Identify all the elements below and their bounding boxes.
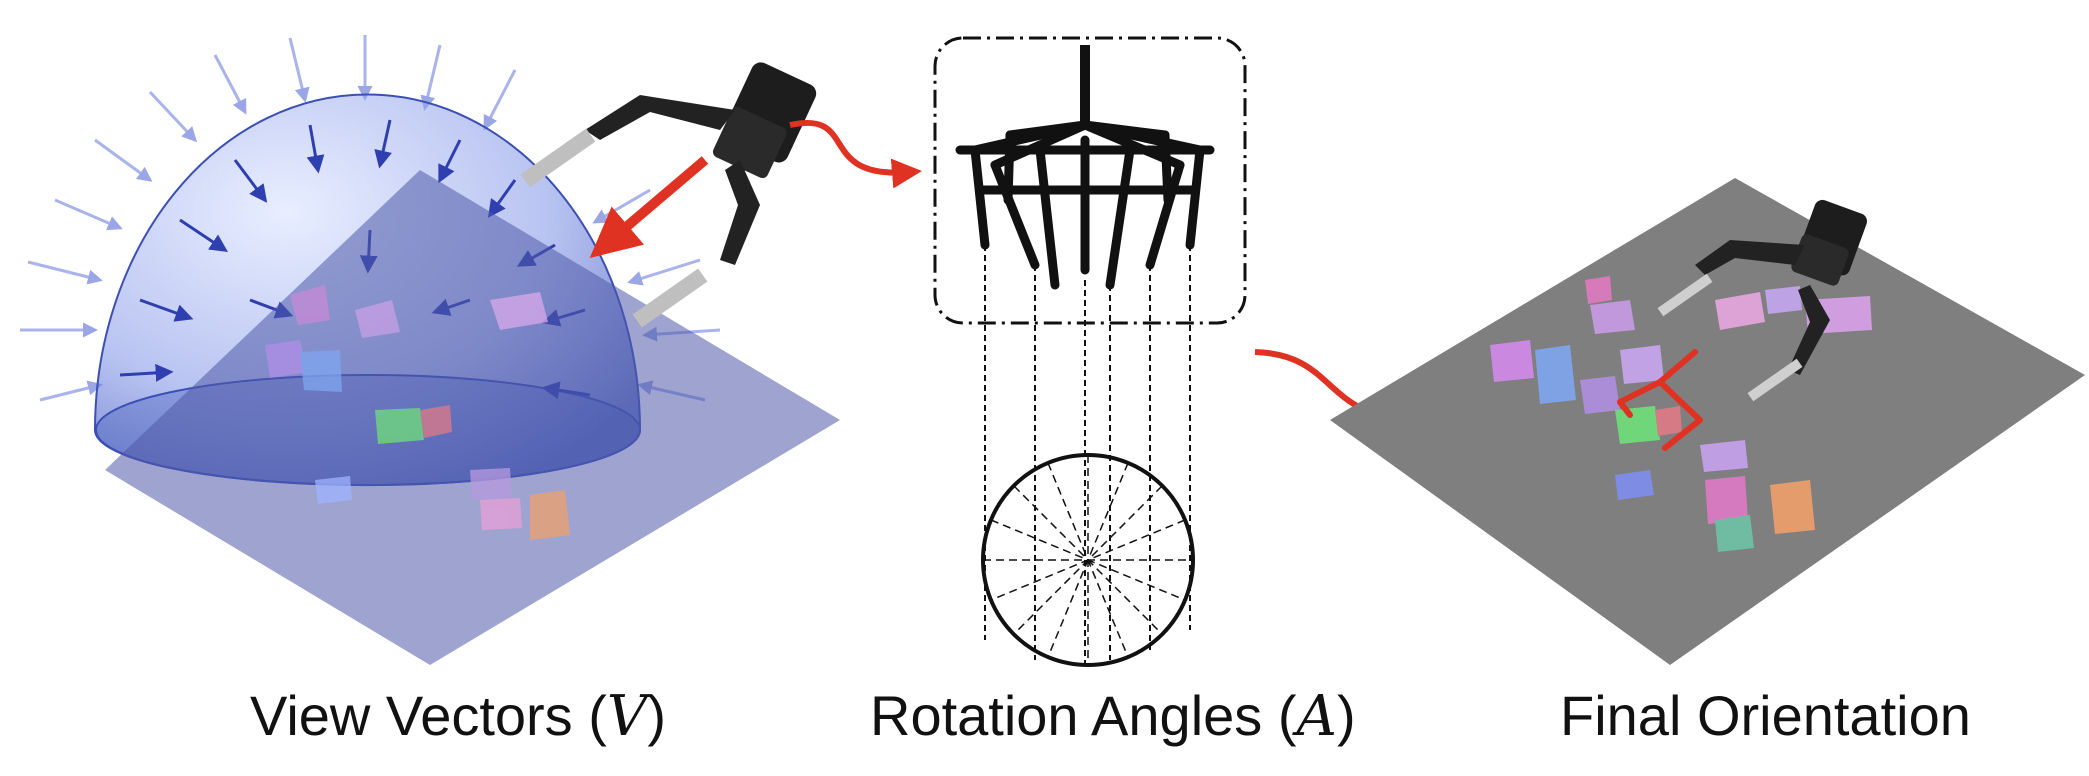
- view-direction-arrow: [589, 156, 709, 258]
- caption-view-prefix: View Vectors (: [250, 684, 607, 747]
- arrow-to-rotation: [789, 120, 922, 189]
- gripper-sketch-box: [933, 36, 1247, 325]
- scene-objects: [265, 285, 570, 540]
- robot-gripper-icon: [520, 62, 817, 328]
- final-scene-objects: [1490, 276, 1872, 552]
- caption-rotation-prefix: Rotation Angles (: [870, 684, 1297, 747]
- final-orientation-panel: [1330, 178, 2085, 665]
- grasp-pose-marker: [1617, 349, 1703, 451]
- final-robot-gripper-icon: [1657, 199, 1868, 402]
- rotation-spokes: [983, 455, 1193, 665]
- rotation-sketch-icon: [933, 36, 1247, 667]
- caption-view-suffix: ): [647, 684, 666, 747]
- caption-view-vectors: View Vectors (V): [250, 688, 666, 745]
- caption-view-symbol: V: [606, 684, 648, 749]
- caption-rotation-symbol: A: [1296, 684, 1337, 749]
- caption-rotation-angles: Rotation Angles (A): [870, 688, 1356, 745]
- view-vectors-panel: [20, 35, 840, 665]
- gray-table-plane: [1330, 178, 2085, 665]
- caption-final-orientation: Final Orientation: [1560, 684, 1971, 747]
- table-plane: [105, 170, 840, 665]
- caption-rotation-suffix: ): [1336, 684, 1356, 747]
